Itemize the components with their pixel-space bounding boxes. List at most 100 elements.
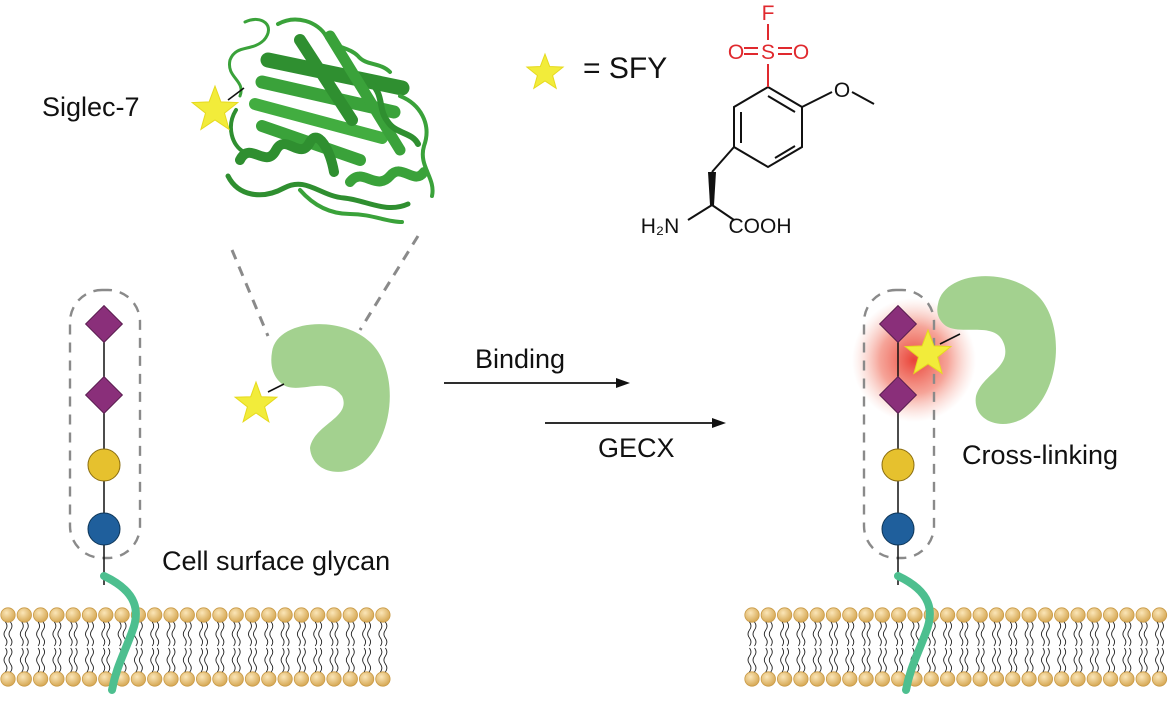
lipid-tail xyxy=(166,647,171,673)
sfy-legend-label: = SFY xyxy=(583,52,668,85)
lipid-tail xyxy=(367,621,372,647)
lipid-tail xyxy=(796,621,801,647)
lipid-head xyxy=(1103,607,1119,623)
lipid-tail xyxy=(899,621,904,647)
lipid-tail xyxy=(882,621,887,647)
lipid-head xyxy=(244,607,261,623)
lipid-tail xyxy=(1078,647,1083,673)
binding-arrow xyxy=(444,378,630,388)
lipid-tail xyxy=(1024,621,1029,647)
binding-label: Binding xyxy=(475,344,566,374)
lipid-tail xyxy=(296,647,301,673)
lipid-tail xyxy=(997,621,1001,647)
lipid-tail xyxy=(285,621,290,647)
lipid-head xyxy=(32,671,49,687)
lipid-tail xyxy=(829,647,833,673)
lipid-head xyxy=(375,671,391,687)
lipid-tail xyxy=(1094,621,1099,647)
lipid-tail xyxy=(1013,647,1018,673)
lipid-tail xyxy=(1094,647,1099,673)
lipid-tail xyxy=(785,621,790,647)
lipid-tail xyxy=(215,647,220,673)
lipid-tail xyxy=(747,621,752,647)
lipid-head xyxy=(923,671,939,687)
lipid-head xyxy=(293,671,309,687)
lipid-tail xyxy=(763,647,768,673)
galactose-circle xyxy=(87,448,121,482)
lipid-tail xyxy=(52,647,57,673)
lipid-tail xyxy=(1024,647,1029,673)
lipid-head xyxy=(907,607,923,623)
lipid-tail xyxy=(1029,621,1034,647)
lipid-tail xyxy=(980,621,985,647)
lipid-tail xyxy=(329,621,334,647)
lipid-tail xyxy=(85,621,89,647)
lipid-head xyxy=(874,671,891,687)
lipid-tail xyxy=(1040,621,1045,647)
lipid-tail xyxy=(68,647,73,673)
lipid-head xyxy=(744,607,760,623)
lipid-head xyxy=(49,671,65,687)
lipid-tail xyxy=(964,647,969,673)
lipid-tail xyxy=(834,647,838,673)
lipid-tail xyxy=(1138,621,1143,647)
lipid-head xyxy=(1005,671,1021,687)
lipid-head xyxy=(65,671,81,687)
lipid-tail xyxy=(24,647,29,673)
lipid-head xyxy=(212,671,228,687)
lipid-head xyxy=(1151,671,1168,687)
lipid-tail xyxy=(24,621,29,647)
lipid-tail xyxy=(768,647,773,673)
lipid-head xyxy=(196,671,212,687)
lipid-tail xyxy=(1045,647,1050,673)
lipid-tail xyxy=(866,621,871,647)
cell-membrane-right xyxy=(744,607,1168,687)
lipid-tail xyxy=(182,621,187,647)
lipid-head xyxy=(956,671,972,687)
lipid-tail xyxy=(812,647,817,673)
lipid-head xyxy=(793,607,809,623)
lipid-tail xyxy=(948,621,953,647)
lipid-head xyxy=(16,671,32,687)
legend-star-icon xyxy=(525,52,565,90)
lipid-tail xyxy=(187,621,192,647)
lipid-tail xyxy=(1160,647,1164,673)
lipid-head xyxy=(375,607,391,623)
lipid-tail xyxy=(329,647,334,673)
lipid-tail xyxy=(866,647,871,673)
lipid-tail xyxy=(3,621,8,647)
lipid-tail xyxy=(845,621,850,647)
lipid-tail xyxy=(220,647,225,673)
lipid-head xyxy=(358,607,375,623)
crosslink-linker xyxy=(939,333,961,345)
lipid-head xyxy=(939,671,956,687)
lipid-tail xyxy=(910,621,915,647)
lipid-tail xyxy=(817,621,822,647)
lipid-head xyxy=(939,607,956,623)
lipid-tail xyxy=(948,647,953,673)
lipid-tail xyxy=(41,647,46,673)
lipid-tail xyxy=(166,621,171,647)
lipid-tail xyxy=(817,647,822,673)
lipid-head xyxy=(1135,607,1151,623)
lipid-tail xyxy=(19,647,24,673)
lipid-head xyxy=(179,607,195,623)
lipid-head xyxy=(147,671,163,687)
lipid-head xyxy=(793,671,809,687)
lipid-tail xyxy=(171,621,176,647)
lipid-tail xyxy=(861,621,866,647)
cell-membrane-left xyxy=(0,607,391,687)
lipid-head xyxy=(277,671,293,687)
lipid-head xyxy=(776,607,793,623)
lipid-tail xyxy=(980,647,985,673)
lipid-tail xyxy=(253,647,257,673)
sialic-acid-diamond xyxy=(878,375,918,415)
lipid-tail xyxy=(199,647,204,673)
lipid-tail xyxy=(1127,647,1132,673)
lipid-tail xyxy=(318,621,323,647)
lipid-tail xyxy=(1008,621,1013,647)
lipid-head xyxy=(858,671,874,687)
lipid-tail xyxy=(850,647,855,673)
siglec7-protein-blob-bound xyxy=(937,276,1056,424)
